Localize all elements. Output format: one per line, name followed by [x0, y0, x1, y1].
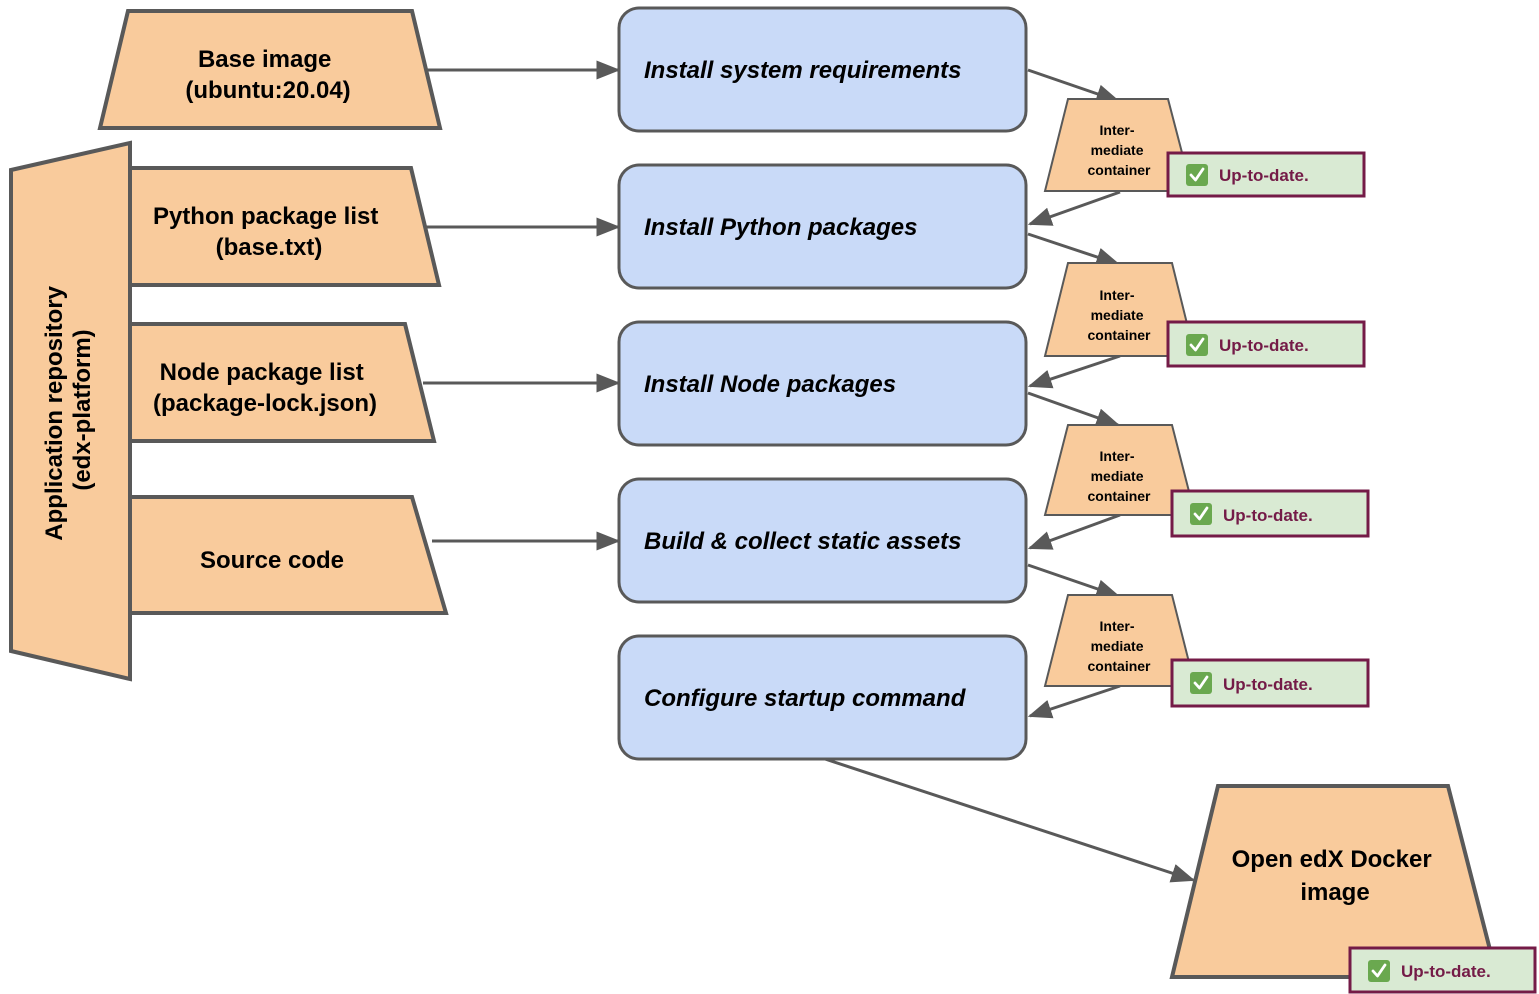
step-label: Configure startup command: [644, 685, 967, 712]
arrow-assets-to-container-4: [1027, 563, 1121, 599]
status-text: Up-to-date.: [1219, 336, 1309, 355]
svg-text:Node package list (packa: Node package list (package-lock.json): [153, 359, 377, 417]
check-mark-icon: [1368, 960, 1390, 982]
status-text: Up-to-date.: [1401, 962, 1491, 981]
status-text: Up-to-date.: [1219, 166, 1309, 185]
arrow-system-to-container-1: [1027, 68, 1121, 104]
base-image-tag: (ubuntu:20.04): [185, 77, 350, 104]
intermediate-container-1: Inter- mediate container Up-to-date.: [1043, 98, 1366, 198]
base-image-label: Base image: [198, 46, 331, 73]
status-badge: Up-to-date.: [1170, 658, 1370, 708]
svg-text:Inter- mediate con: Inter- mediate container: [1087, 122, 1151, 178]
svg-text:Source code: Source code: [200, 547, 344, 574]
svg-text:Inter- mediate con: Inter- mediate container: [1087, 448, 1151, 504]
input-node-package-list: Node package list (package-lock.json): [128, 322, 437, 443]
arrow-container-3-to-assets: [1027, 513, 1121, 550]
intermediate-container-3: Inter- mediate container Up-to-date.: [1043, 424, 1370, 538]
step-label: Install Python packages: [644, 214, 917, 241]
svg-text:Inter- mediate con: Inter- mediate container: [1087, 287, 1151, 343]
step-install-python-packages: Install Python packages: [617, 163, 1028, 290]
output-docker-image: Open edX Docker image Up-to-date.: [1169, 784, 1537, 994]
intermediate-container-4: Inter- mediate container Up-to-date.: [1043, 594, 1370, 708]
source-code-label: Source code: [200, 547, 344, 574]
node-list-file: (package-lock.json): [153, 390, 377, 417]
step-build-static-assets: Build & collect static assets: [617, 477, 1028, 604]
arrow-python-to-container-2: [1027, 232, 1121, 267]
svg-text:Base image (ubuntu:20.04: Base image (ubuntu:20.04): [185, 46, 350, 104]
input-source-code: Source code: [128, 495, 449, 615]
check-mark-icon: [1186, 164, 1208, 186]
arrow-node-to-container-3: [1027, 391, 1121, 427]
status-badge: Up-to-date.: [1166, 151, 1366, 198]
status-badge: Up-to-date.: [1166, 320, 1366, 368]
check-mark-icon: [1186, 334, 1208, 356]
python-list-label: Python package list: [153, 203, 378, 230]
output-label-line2: image: [1300, 879, 1369, 906]
check-mark-icon: [1190, 672, 1212, 694]
step-label: Build & collect static assets: [644, 528, 961, 555]
status-badge: Up-to-date.: [1170, 489, 1370, 538]
node-list-label: Node package list: [160, 359, 364, 386]
python-list-file: (base.txt): [216, 234, 323, 261]
input-python-package-list: Python package list (base.txt): [128, 166, 442, 287]
svg-text:Python package list (bas: Python package list (base.txt): [153, 203, 385, 261]
connector-arrows: [420, 60, 1196, 883]
arrow-container-1-to-python: [1027, 190, 1121, 226]
step-label: Install system requirements: [644, 57, 961, 84]
svg-text:Inter- mediate con: Inter- mediate container: [1087, 618, 1151, 674]
input-base-image: Base image (ubuntu:20.04): [97, 9, 443, 130]
status-text: Up-to-date.: [1223, 506, 1313, 525]
output-label: Open edX Docker: [1232, 846, 1432, 873]
arrow-startup-to-output: [821, 756, 1196, 883]
svg-text:Open edX Docker image: Open edX Docker image: [1232, 846, 1439, 906]
arrow-container-4-to-startup: [1027, 684, 1121, 719]
status-text: Up-to-date.: [1223, 675, 1313, 694]
step-label: Install Node packages: [644, 371, 896, 398]
repository-label: Application repository (edx-platform): [41, 279, 96, 540]
step-install-node-packages: Install Node packages: [617, 320, 1028, 447]
arrow-container-2-to-node: [1027, 354, 1121, 389]
status-badge: Up-to-date.: [1348, 946, 1537, 994]
step-install-system-requirements: Install system requirements: [617, 6, 1028, 133]
application-repository: Application repository (edx-platform): [9, 140, 132, 682]
check-mark-icon: [1190, 503, 1212, 525]
step-configure-startup-command: Configure startup command: [617, 634, 1028, 761]
intermediate-container-2: Inter- mediate container Up-to-date.: [1043, 262, 1366, 368]
